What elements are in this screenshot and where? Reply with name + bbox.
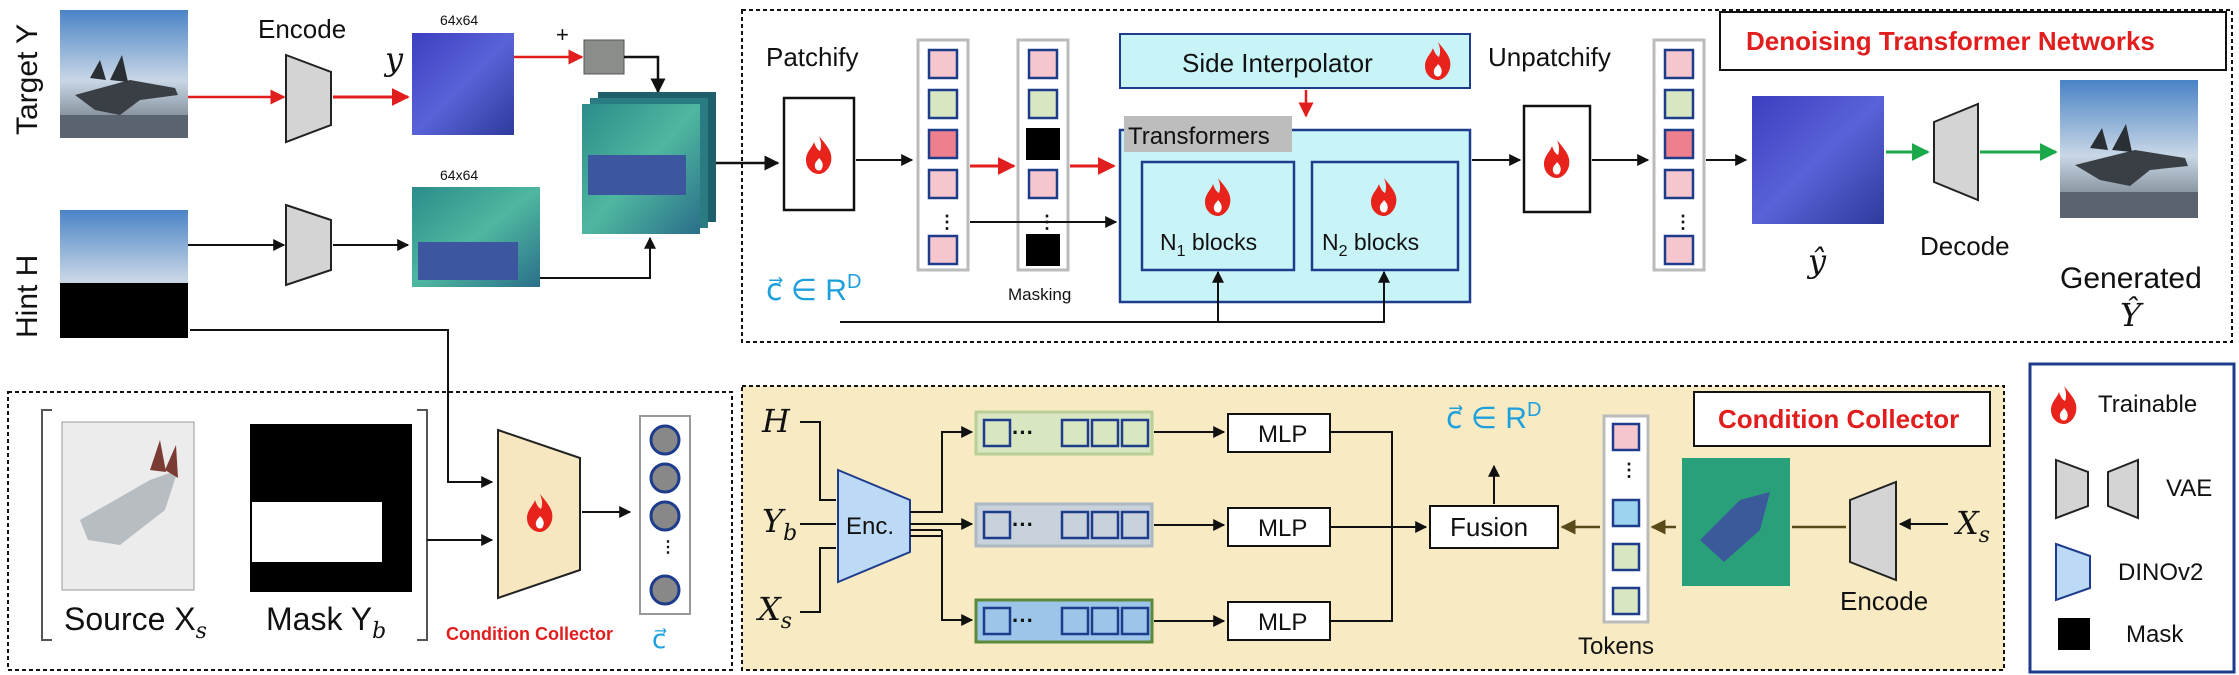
size-label-top: 64x64	[440, 12, 478, 28]
masking-label: Masking	[1008, 285, 1071, 304]
legend-mask-icon	[2058, 618, 2090, 650]
token-row-xs: ···	[974, 598, 1154, 644]
cc-h-label: H	[761, 402, 791, 440]
cc-title: Condition Collector	[1718, 404, 1959, 434]
svg-text:⋮: ⋮	[660, 539, 676, 556]
arrow-hint-to-collector	[190, 329, 494, 488]
legend-dinov2-icon	[2055, 542, 2091, 602]
hint-label: Hint H	[11, 255, 44, 338]
cc-xs-right-label: Xs	[1953, 504, 1990, 548]
svg-text:⋮: ⋮	[1674, 212, 1692, 232]
svg-text:⋮: ⋮	[938, 212, 956, 232]
token-row-yb: ···	[974, 502, 1154, 548]
fusion-block	[1429, 505, 1559, 549]
dtn-title-box	[1719, 11, 2227, 71]
mlp-label-3: MLP	[1258, 609, 1307, 636]
legend-dinov2: DINOv2	[2118, 559, 2203, 586]
noise-patch	[583, 39, 625, 75]
arrow-noise-to-stack	[624, 55, 666, 94]
side-interpolator-block	[1119, 33, 1471, 89]
left-inputs: Target Y Hint H Encode y 64x64 64x64	[11, 10, 780, 488]
transformers-label-bg	[1124, 116, 1292, 152]
tokens-label: Tokens	[1578, 633, 1654, 660]
xs-feature-image	[1682, 458, 1790, 586]
plus-sign: +	[556, 22, 569, 47]
mlp-label-2: MLP	[1258, 515, 1307, 542]
source-mask-panel: Source Xs Mask Yb Condition Collector ⋮ …	[7, 391, 733, 671]
line-h-to-enc	[800, 421, 836, 501]
side-interpolator-label: Side Interpolator	[1182, 48, 1373, 78]
n1-label: N1 blocks	[1160, 229, 1257, 260]
cc-c-in-rd: c⃗ ∈ RD	[1446, 399, 1541, 435]
arrow-hint-latent-to-stack	[540, 236, 656, 279]
legend-trainable: Trainable	[2098, 391, 2197, 418]
svg-text:⋮: ⋮	[1620, 460, 1638, 480]
decode-label: Decode	[1920, 231, 2010, 261]
yhat-label: ŷ	[1806, 242, 1827, 280]
n1-blocks	[1140, 160, 1296, 272]
generated-label: Generated	[2060, 262, 2202, 295]
arrow-c-to-n2	[1218, 270, 1390, 323]
line-xs-to-enc	[800, 547, 836, 613]
latent-y-label: y	[383, 40, 404, 78]
arrow-enc-to-row1	[910, 426, 974, 513]
yhat-latent-image	[1752, 96, 1884, 224]
hint-image	[60, 210, 188, 338]
svg-text:···: ···	[1012, 420, 1034, 445]
svg-text:···: ···	[1012, 608, 1034, 633]
patchify-label: Patchify	[766, 42, 859, 72]
token-column-dino: ⋮	[1602, 414, 1650, 624]
dtn-title: Denoising Transformer Networks	[1746, 26, 2155, 56]
n2-label: N2 blocks	[1322, 229, 1419, 260]
size-label-mid: 64x64	[440, 167, 478, 183]
mlp-block-3	[1227, 601, 1331, 641]
mlp-block-1	[1227, 413, 1331, 453]
mlp-label-1: MLP	[1258, 421, 1307, 448]
stacked-latent	[582, 92, 716, 234]
Yhat-label: Ŷ	[2120, 296, 2144, 334]
mask-label: Mask Yb	[266, 601, 386, 644]
hint-latent-image	[412, 187, 540, 287]
token-column-input: ⋮	[916, 38, 970, 272]
generated-image	[2060, 80, 2198, 218]
source-image	[61, 421, 195, 591]
token-column-masked: ⋮	[1016, 38, 1070, 272]
fusion-label: Fusion	[1450, 512, 1528, 542]
target-label: Target Y	[11, 24, 44, 135]
legend: Trainable VAE DINOv2 Mask	[2028, 362, 2236, 674]
condition-vector: ⋮	[639, 415, 691, 615]
token-row-h: ···	[974, 410, 1154, 456]
vae-decoder	[1933, 102, 1979, 202]
dtn-c-in-rd: c⃗ ∈ RD	[766, 271, 861, 307]
dinov2-encoder	[837, 468, 911, 584]
mask-image	[250, 424, 412, 592]
target-image	[60, 10, 188, 138]
vae-encoder-hint	[285, 203, 332, 287]
c-vector-label: c⃗	[652, 624, 667, 654]
enc-label: Enc.	[846, 513, 894, 540]
svg-text:···: ···	[1012, 512, 1034, 537]
legend-vae-dec-icon	[2107, 458, 2139, 520]
encode-label: Encode	[258, 14, 346, 44]
transformers-label: Transformers	[1128, 123, 1270, 150]
latent-y-image	[412, 33, 514, 135]
legend-mask: Mask	[2126, 621, 2184, 648]
cc-xs-label: Xs	[755, 590, 792, 634]
legend-vae: VAE	[2166, 475, 2212, 502]
cc-encode-label: Encode	[1840, 586, 1928, 616]
condition-collector-label: Condition Collector	[446, 624, 613, 644]
vae-encoder-target	[285, 53, 332, 144]
vae-encoder-xs	[1849, 480, 1897, 582]
cc-yb-label: Yb	[762, 502, 797, 546]
condition-collector-panel: Condition Collector H Yb Xs Enc. ··· ···	[741, 385, 2005, 671]
unpatchify-label: Unpatchify	[1488, 42, 1611, 72]
source-label: Source Xs	[64, 601, 207, 644]
cc-title-box	[1693, 391, 1991, 447]
token-column-output: ⋮	[1652, 38, 1706, 272]
denoising-transformer-panel: Denoising Transformer Networks Patchify …	[741, 9, 2233, 343]
legend-vae-enc-icon	[2055, 458, 2089, 520]
